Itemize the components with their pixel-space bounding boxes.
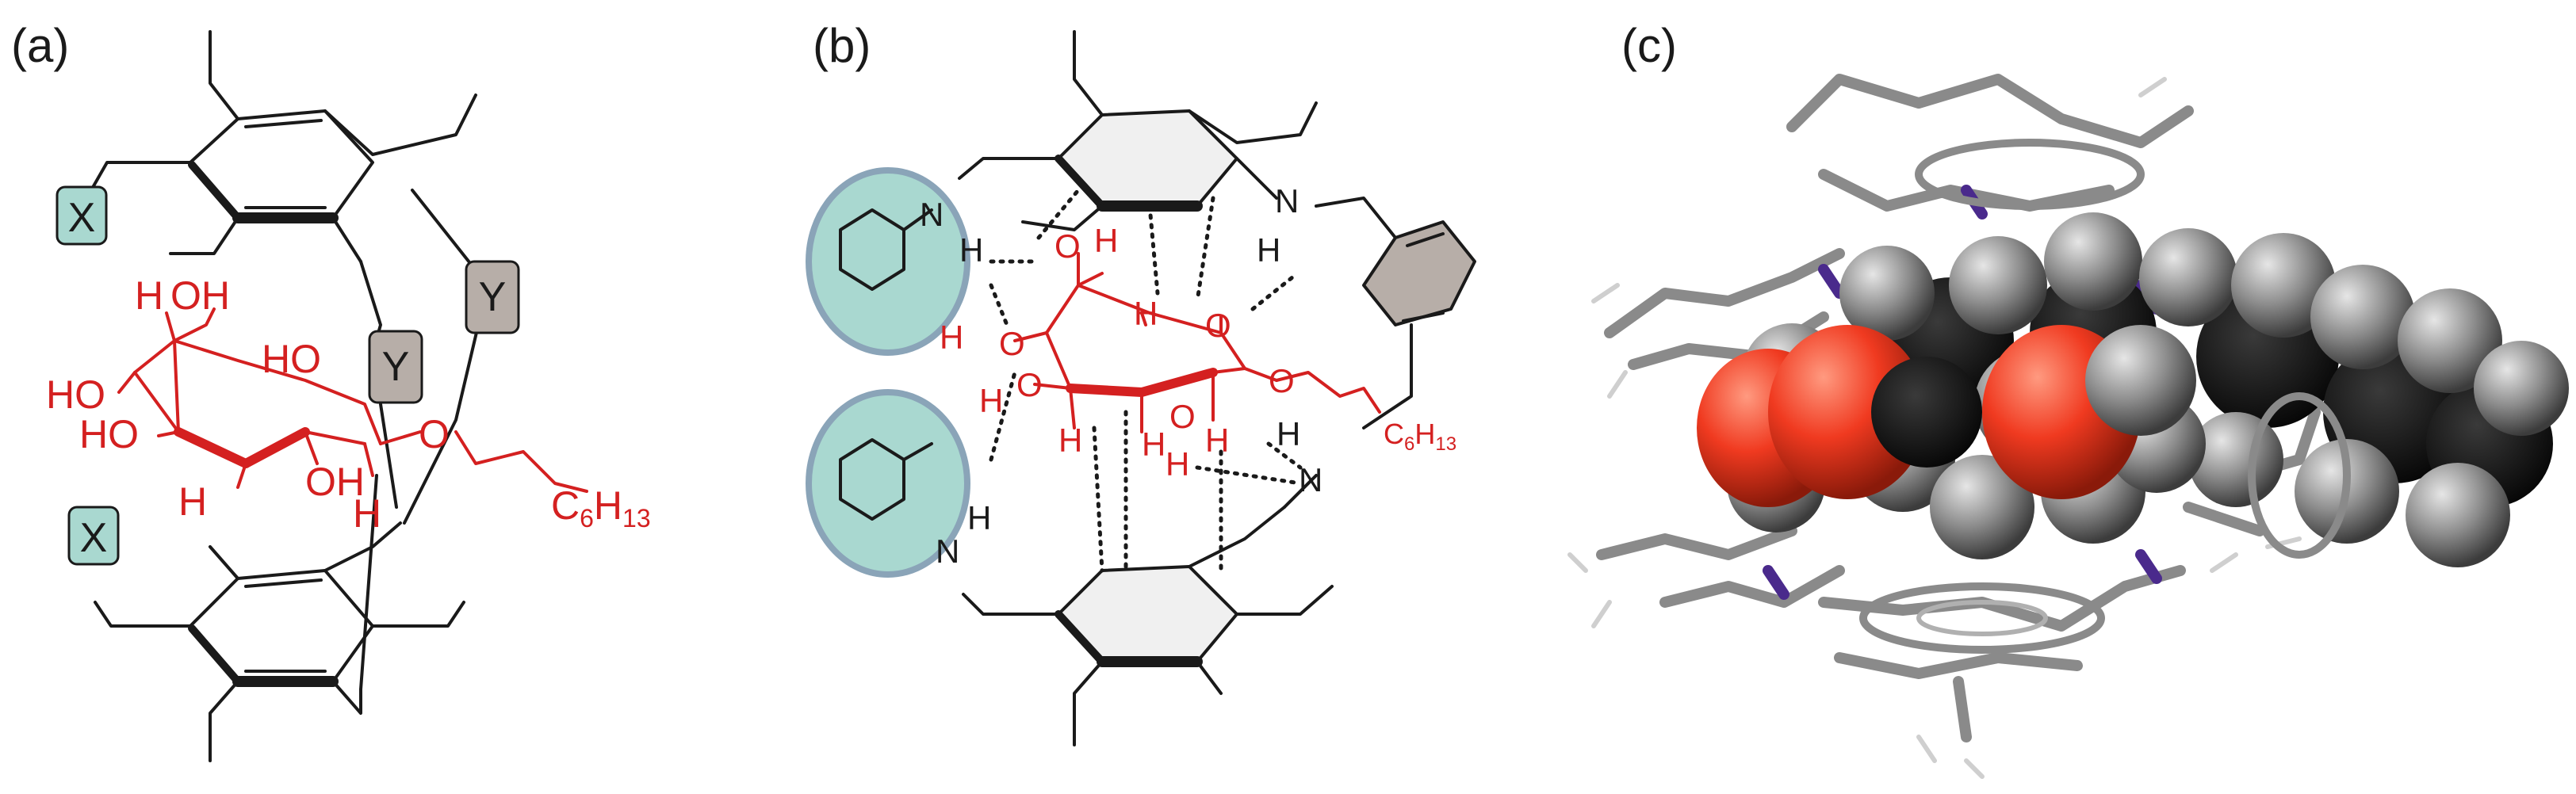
o-atom-2: O [999, 325, 1025, 362]
ho-left-label: HO [46, 372, 105, 417]
space-filling-model [1697, 212, 2569, 567]
panel-b: (b) [806, 19, 1476, 746]
h1-label: H [135, 273, 163, 318]
o-atom-3: O [1016, 366, 1043, 403]
n-atom-bottom-right: N [1299, 461, 1322, 498]
h-atom-8: H [1205, 422, 1229, 459]
panel-a-label: (a) [11, 19, 69, 72]
o-atom-5: O [1169, 398, 1196, 435]
h-atom-3: H [979, 382, 1003, 419]
panel-b-label: (b) [813, 19, 871, 72]
x-group-label-top: X [68, 195, 96, 241]
h-atom-2: H [940, 319, 963, 356]
panel-b-scaffold [839, 30, 1476, 746]
o-atom-1: O [1055, 227, 1081, 265]
n-atom-bottom-left: N [936, 533, 959, 570]
panel-b-hbonds [989, 188, 1303, 573]
chain-label: C6H13 [551, 483, 651, 533]
chain-label-b: C6H13 [1384, 418, 1456, 455]
panel-a-scaffold [90, 30, 489, 762]
panel-a: (a) [11, 19, 651, 762]
oh-low-label: OH [305, 460, 365, 504]
aromatic-rings-c [1859, 139, 2351, 654]
h-atom-6: H [1142, 426, 1166, 463]
panel-a-sugar-labels: OH H HO HO HO OH H H O C6H13 [46, 273, 651, 536]
cyclohexyl-ellipse-top [806, 167, 970, 356]
panel-b-sugar [1013, 252, 1381, 433]
oh-top-label: OH [170, 273, 230, 318]
y-group-label-right: Y [479, 274, 507, 320]
x-group-box-top [56, 185, 108, 246]
h-atom-1: H [1094, 222, 1118, 259]
panel-b-atom-labels: N H N H N H N H O H O H O H H H H O O H … [920, 182, 1456, 570]
h-atom-5: H [1058, 422, 1082, 459]
h-right-label: H [353, 491, 381, 536]
o-atom-6: O [1269, 362, 1295, 399]
panel-c-label: (c) [1621, 19, 1677, 72]
stick-framework-light [1567, 77, 2302, 779]
h-atom-4: H [1134, 295, 1158, 332]
o-atom-4: O [1205, 307, 1231, 344]
panel-a-sugar [117, 307, 588, 493]
y-group-label-left: Y [382, 344, 410, 390]
y-group-box-left [368, 330, 423, 404]
oxygen-sphere-2 [1768, 325, 1927, 499]
h-atom-7: H [1166, 445, 1189, 483]
o-link-label: O [419, 412, 450, 456]
ho-low-label: HO [79, 412, 139, 456]
cyclohexyl-ellipse-bottom [806, 389, 970, 578]
panel-c: (c) [1567, 19, 2569, 779]
stick-framework [1596, 74, 2321, 742]
n-atom-top-right: N [1275, 182, 1299, 219]
h-atom-bottom-left: H [967, 499, 991, 536]
ho-mid-label: HO [262, 337, 321, 381]
n-atom-top-left: N [920, 196, 944, 233]
x-group-box-bottom [67, 506, 120, 566]
h-bottom-label: H [178, 479, 207, 524]
y-group-box-right [465, 260, 520, 334]
h-atom-top-right: H [1257, 231, 1280, 269]
x-group-label-bottom: X [80, 515, 108, 561]
h-atom-bottom-right: H [1277, 415, 1300, 452]
h-atom-top-left: H [959, 231, 983, 269]
